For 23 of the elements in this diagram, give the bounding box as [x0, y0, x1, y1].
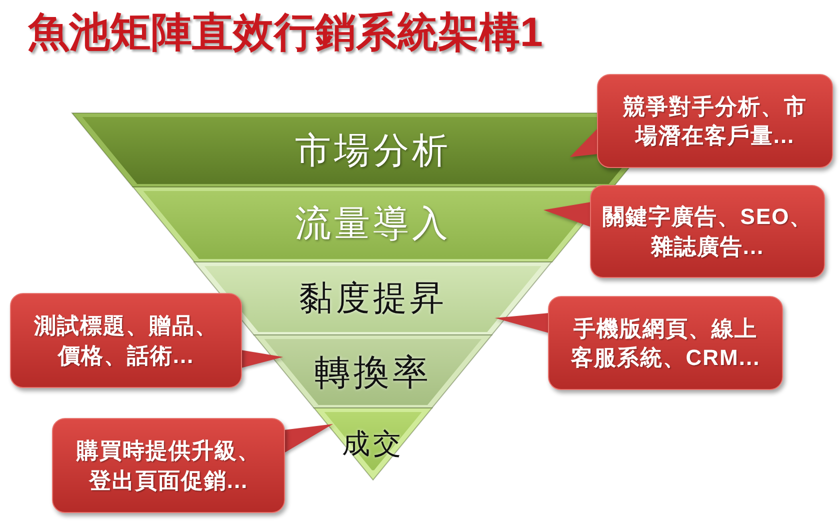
band-label: 轉換率 [314, 350, 432, 392]
callout-pointer [543, 202, 591, 227]
callout-text: 競爭對手分析、市場潛在客戶量... [622, 92, 808, 150]
callout-pointer [570, 128, 598, 157]
callout-bubble [597, 74, 833, 168]
callout-pointer [284, 424, 334, 453]
callout-bubble [52, 418, 285, 513]
band-label: 市場分析 [295, 129, 451, 171]
band-label: 流量導入 [294, 202, 451, 244]
funnel-band [314, 408, 432, 480]
callout-text: 手機版網頁、線上客服系統、CRM... [570, 314, 762, 372]
callout-text: 測試標題、贈品、價格、話術... [32, 312, 219, 370]
callout-bubble [548, 296, 783, 390]
band-label: 成交 [342, 428, 404, 460]
callout-text: 關鍵字廣告、SEO、雜誌廣告... [601, 203, 814, 260]
funnel-band [254, 335, 492, 408]
band-label: 黏度提昇 [298, 278, 447, 318]
callout-pointer [241, 350, 284, 368]
diagram-title: 魚池矩陣直效行銷系統架構1 [28, 8, 543, 57]
callout-pointer [494, 313, 549, 333]
callout-bubble [10, 293, 242, 388]
callout-bubble [590, 185, 825, 278]
callout-text: 購買時提供升級、登出頁面促銷... [75, 437, 262, 494]
